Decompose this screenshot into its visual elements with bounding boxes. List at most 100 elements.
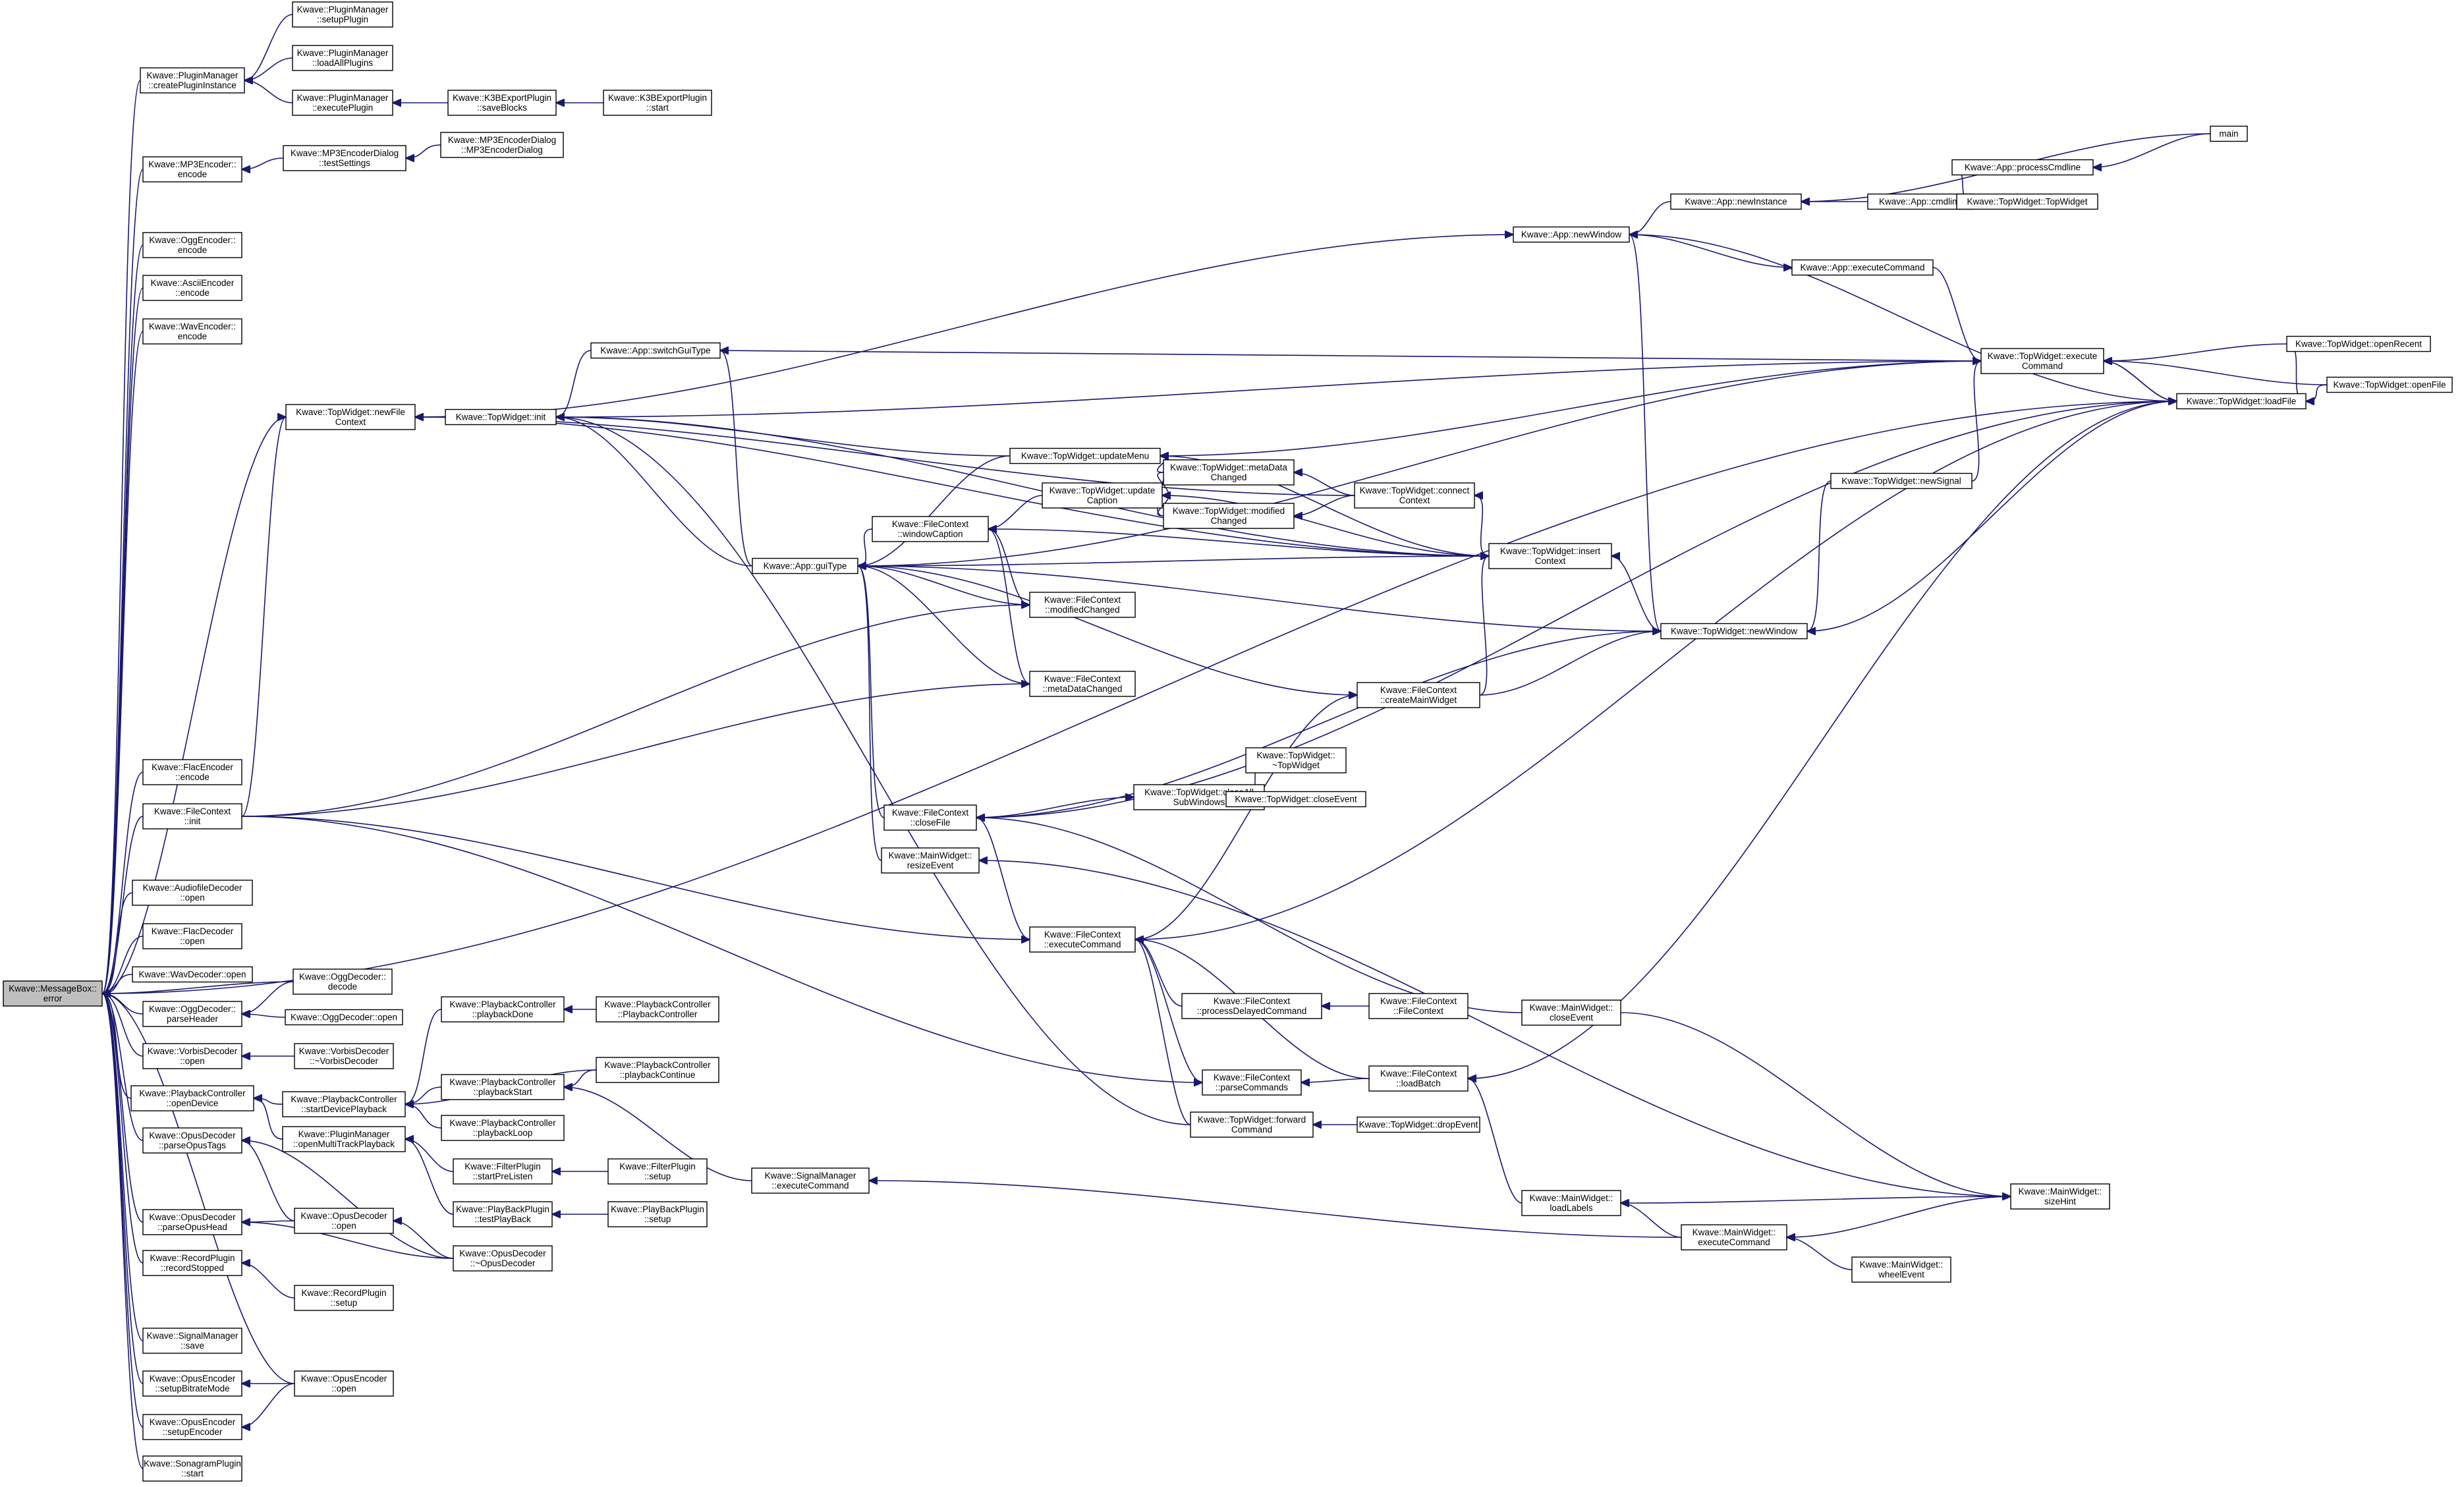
graph-node-appExecuteCommand[interactable]: Kwave::App::executeCommand	[1791, 259, 1934, 276]
graph-node-startDevicePlayback[interactable]: Kwave::PlaybackController::startDevicePl…	[282, 1091, 406, 1117]
graph-node-twMetaDataChanged[interactable]: Kwave::TopWidget::metaDataChanged	[1163, 459, 1295, 486]
node-box	[1163, 503, 1295, 529]
graph-node-recordStopped[interactable]: Kwave::RecordPlugin::recordStopped	[142, 1250, 242, 1276]
graph-node-createMainWidget[interactable]: Kwave::FileContext::createMainWidget	[1357, 682, 1480, 708]
graph-node-wavEncode[interactable]: Kwave::WavEncoder::encode	[142, 318, 242, 345]
graph-node-filterSetup[interactable]: Kwave::FilterPlugin::setup	[607, 1158, 708, 1185]
graph-node-sonagramStart[interactable]: Kwave::SonagramPlugin::start	[142, 1455, 242, 1482]
graph-node-fcModifiedChanged[interactable]: Kwave::FileContext::modifiedChanged	[1029, 592, 1136, 618]
call-edge-fcModifiedChanged-to-guiType	[858, 566, 1030, 605]
graph-node-twInit[interactable]: Kwave::TopWidget::init	[445, 408, 557, 426]
graph-node-mwCloseEvent[interactable]: Kwave::MainWidget::closeEvent	[1521, 999, 1621, 1026]
graph-node-executePlugin[interactable]: Kwave::PluginManager::executePlugin	[292, 90, 393, 116]
graph-node-processCmdline[interactable]: Kwave::App::processCmdline	[1951, 159, 2094, 176]
graph-node-closeFile[interactable]: Kwave::FileContext::closeFile	[883, 804, 977, 831]
graph-node-twNewWindow[interactable]: Kwave::TopWidget::newWindow	[1660, 623, 1808, 640]
graph-node-cmdline[interactable]: Kwave::App::cmdline	[1867, 193, 1974, 210]
graph-node-k3bStart[interactable]: Kwave::K3BExportPlugin::start	[603, 90, 712, 116]
graph-node-main[interactable]: main	[2210, 125, 2248, 142]
node-label-line: Kwave::OpusDecoder	[300, 1211, 387, 1221]
graph-node-oggParseHeader[interactable]: Kwave::OggDecoder::parseHeader	[142, 1001, 242, 1027]
graph-node-twExecuteCommand[interactable]: Kwave::TopWidget::executeCommand	[1980, 348, 2104, 374]
graph-node-resizeEvent[interactable]: Kwave::MainWidget::resizeEvent	[881, 847, 980, 874]
graph-node-pcPlaybackDone[interactable]: Kwave::PlaybackController::playbackDone	[441, 996, 565, 1023]
graph-node-audiofileOpen[interactable]: Kwave::AudiofileDecoder::open	[132, 880, 253, 906]
graph-node-wheelEvent[interactable]: Kwave::MainWidget::wheelEvent	[1851, 1256, 1951, 1283]
graph-node-opusEncOpen[interactable]: Kwave::OpusEncoder::open	[294, 1370, 394, 1397]
graph-node-asciiEncode[interactable]: Kwave::AsciiEncoder::encode	[142, 275, 242, 301]
graph-node-parseCommands[interactable]: Kwave::FileContext::parseCommands	[1202, 1069, 1302, 1096]
graph-node-smSave[interactable]: Kwave::SignalManager::save	[142, 1328, 242, 1354]
graph-node-guiType[interactable]: Kwave::App::guiType	[752, 557, 858, 575]
graph-node-switchGuiType[interactable]: Kwave::App::switchGuiType	[590, 342, 721, 359]
graph-node-twTopWidget[interactable]: Kwave::TopWidget::TopWidget	[1956, 193, 2098, 210]
graph-node-setupPlugin[interactable]: Kwave::PluginManager::setupPlugin	[292, 1, 393, 28]
graph-node-oggDecDecode[interactable]: Kwave::OggDecoder::decode	[293, 968, 393, 995]
graph-node-newWindowApp[interactable]: Kwave::App::newWindow	[1513, 226, 1630, 243]
graph-node-mwLoadLabels[interactable]: Kwave::MainWidget::loadLabels	[1521, 1190, 1621, 1216]
graph-node-openMultiTrackPlayback[interactable]: Kwave::PluginManager::openMultiTrackPlay…	[282, 1126, 406, 1152]
graph-node-pcConstructor[interactable]: Kwave::PlaybackController::PlaybackContr…	[596, 996, 719, 1023]
graph-node-mp3TestSettings[interactable]: Kwave::MP3EncoderDialog::testSettings	[283, 145, 406, 171]
graph-node-playbackContinue[interactable]: Kwave::PlaybackController::playbackConti…	[596, 1057, 719, 1083]
graph-node-mp3Encode[interactable]: Kwave::MP3Encoder::encode	[142, 156, 242, 182]
graph-node-playbackSetup[interactable]: Kwave::PlayBackPlugin::setup	[607, 1201, 708, 1227]
graph-node-openRecent[interactable]: Kwave::TopWidget::openRecent	[2286, 335, 2431, 352]
graph-node-loadBatch[interactable]: Kwave::FileContext::loadBatch	[1368, 1065, 1469, 1092]
graph-node-testPlayBack[interactable]: Kwave::PlayBackPlugin::testPlayBack	[453, 1201, 553, 1227]
graph-node-updateMenu[interactable]: Kwave::TopWidget::updateMenu	[1009, 447, 1161, 464]
graph-node-smExecuteCommand[interactable]: Kwave::SignalManager::executeCommand	[751, 1167, 870, 1194]
graph-node-processDelayedCommand[interactable]: Kwave::FileContext::processDelayedComman…	[1181, 993, 1322, 1019]
graph-node-twModifiedChanged[interactable]: Kwave::TopWidget::modifiedChanged	[1163, 503, 1295, 529]
graph-node-oggDecOpen[interactable]: Kwave::OggDecoder::open	[285, 1009, 403, 1026]
graph-node-mwSizeHint[interactable]: Kwave::MainWidget::sizeHint	[2010, 1183, 2110, 1210]
graph-node-opusParseHead[interactable]: Kwave::OpusDecoder::parseOpusHead	[142, 1209, 242, 1235]
graph-node-wavDecOpen[interactable]: Kwave::WavDecoder::open	[132, 966, 253, 983]
graph-node-flacEncode[interactable]: Kwave::FlacEncoder::encode	[142, 759, 242, 785]
graph-node-vorbisDestructor[interactable]: Kwave::VorbisDecoder::~VorbisDecoder	[294, 1043, 394, 1069]
node-box	[1225, 791, 1366, 808]
node-label-line: ::metaDataChanged	[1043, 684, 1123, 694]
graph-node-openDevice[interactable]: Kwave::PlaybackController::openDevice	[130, 1085, 254, 1111]
graph-node-twDestructor[interactable]: Kwave::TopWidget::~TopWidget	[1245, 747, 1347, 773]
graph-node-createPluginInstance[interactable]: Kwave::PluginManager::createPluginInstan…	[140, 67, 245, 94]
graph-node-playbackLoop[interactable]: Kwave::PlaybackController::playbackLoop	[441, 1115, 565, 1141]
node-label-line: parseHeader	[167, 1014, 219, 1024]
graph-node-vorbisOpen[interactable]: Kwave::VorbisDecoder::open	[142, 1043, 242, 1069]
graph-node-flacDecOpen[interactable]: Kwave::FlacDecoder::open	[142, 923, 242, 949]
graph-node-twCloseEvent[interactable]: Kwave::TopWidget::closeEvent	[1225, 791, 1366, 808]
node-box	[1851, 1256, 1951, 1283]
node-label-line: Kwave::App::newWindow	[1521, 230, 1622, 240]
graph-node-fcExecuteCommand[interactable]: Kwave::FileContext::executeCommand	[1029, 926, 1136, 953]
graph-node-opusDecOpen[interactable]: Kwave::OpusDecoder::open	[294, 1208, 394, 1234]
graph-node-error[interactable]: Kwave::MessageBox::error	[3, 980, 103, 1007]
node-label-line: Kwave::OggDecoder::	[299, 972, 386, 982]
graph-node-fcConstructor[interactable]: Kwave::FileContext::FileContext	[1368, 993, 1469, 1019]
graph-node-windowCaption[interactable]: Kwave::FileContext::windowCaption	[872, 516, 989, 542]
graph-node-loadFile[interactable]: Kwave::TopWidget::loadFile	[2176, 393, 2307, 410]
graph-node-parseOpusTags[interactable]: Kwave::OpusDecoder::parseOpusTags	[142, 1127, 242, 1154]
graph-node-newInstance[interactable]: Kwave::App::newInstance	[1670, 193, 1802, 210]
graph-node-fcMetaDataChanged[interactable]: Kwave::FileContext::metaDataChanged	[1029, 671, 1136, 697]
graph-node-playbackStart[interactable]: Kwave::PlaybackController::playbackStart	[441, 1074, 565, 1100]
graph-node-opusDestructor[interactable]: Kwave::OpusDecoder::~OpusDecoder	[453, 1245, 553, 1272]
graph-node-startPreListen[interactable]: Kwave::FilterPlugin::startPreListen	[453, 1158, 553, 1185]
call-edge-loadFile-to-loadBatch	[1468, 401, 2177, 1079]
graph-node-recordSetup[interactable]: Kwave::RecordPlugin::setup	[294, 1285, 394, 1311]
graph-node-setupEncoder[interactable]: Kwave::OpusEncoder::setupEncoder	[142, 1414, 242, 1440]
graph-node-mp3Dialog[interactable]: Kwave::MP3EncoderDialog::MP3EncoderDialo…	[440, 132, 564, 158]
graph-node-oggEncode[interactable]: Kwave::OggEncoder::encode	[142, 232, 242, 258]
graph-node-newSignal[interactable]: Kwave::TopWidget::newSignal	[1830, 472, 1973, 490]
graph-node-loadAllPlugins[interactable]: Kwave::PluginManager::loadAllPlugins	[292, 45, 393, 71]
graph-node-openFile[interactable]: Kwave::TopWidget::openFile	[2326, 376, 2453, 393]
graph-node-k3bSaveBlocks[interactable]: Kwave::K3BExportPlugin::saveBlocks	[447, 90, 557, 116]
graph-node-mwExecuteCommand[interactable]: Kwave::MainWidget::executeCommand	[1681, 1224, 1787, 1250]
graph-node-fcInit[interactable]: Kwave::FileContext::init	[142, 803, 242, 829]
graph-node-dropEvent[interactable]: Kwave::TopWidget::dropEvent	[1357, 1116, 1480, 1133]
graph-node-setupBitrateMode[interactable]: Kwave::OpusEncoder::setupBitrateMode	[142, 1370, 242, 1397]
